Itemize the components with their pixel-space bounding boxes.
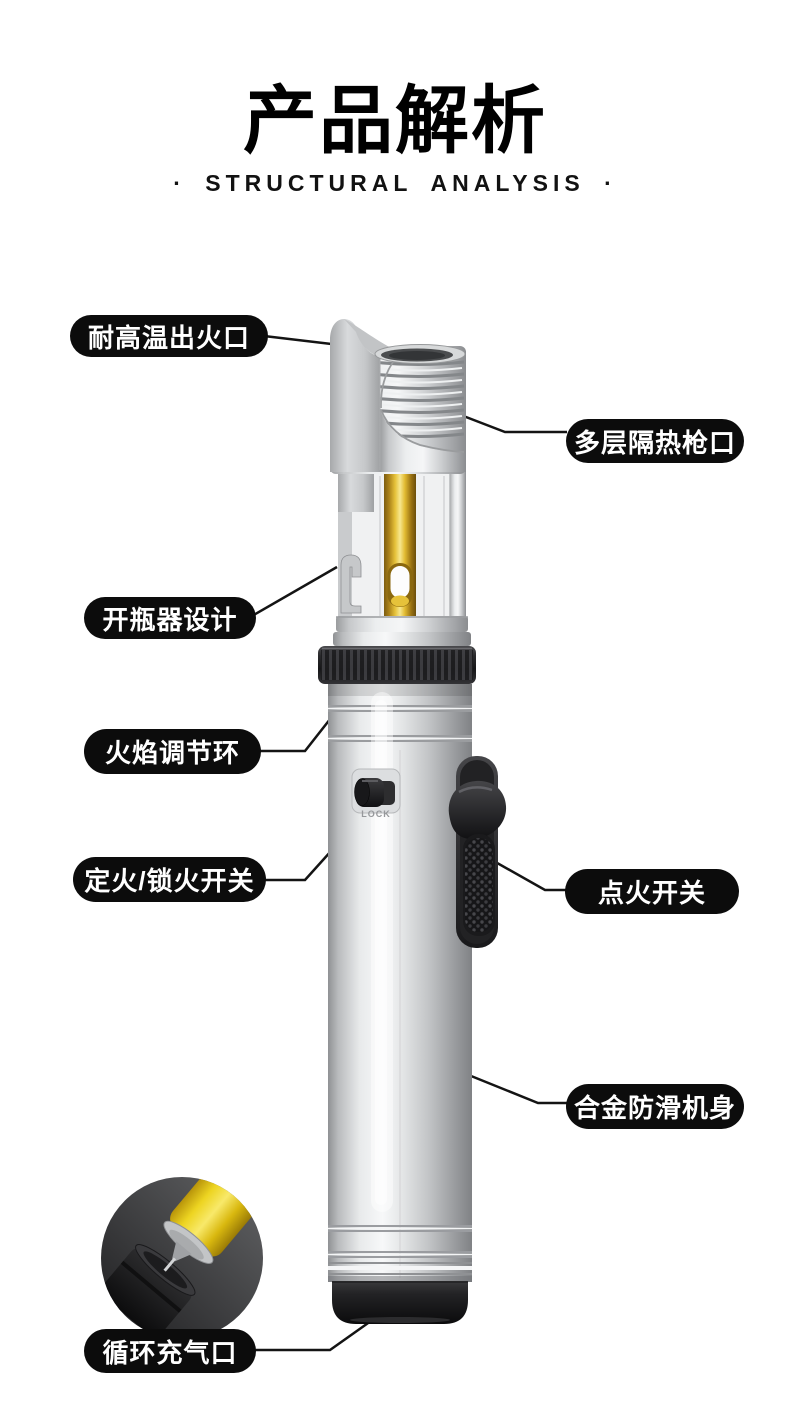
page-title: 产品解析	[243, 79, 547, 162]
callout-refill-port: 循环充气口	[84, 1329, 256, 1373]
lock-switch: LOCK	[351, 768, 401, 819]
frame-right-column	[450, 472, 466, 622]
header: 产品解析 · STRUCTURAL ANALYSIS ·	[0, 79, 790, 197]
callout-flame-ring: 火焰调节环	[84, 729, 261, 774]
trigger-thumb-pad	[448, 780, 507, 840]
gas-can-red-mark	[238, 1177, 261, 1200]
lock-label: LOCK	[361, 809, 391, 819]
page-subtitle: · STRUCTURAL ANALYSIS ·	[173, 169, 617, 196]
flame-adjust-ring	[318, 646, 476, 684]
callout-line-bottle-opener	[251, 565, 338, 618]
collar	[333, 632, 471, 646]
callout-alloy-body: 合金防滑机身	[566, 1084, 744, 1129]
body-grooves-top	[328, 705, 472, 742]
callout-ignition-switch: 点火开关	[565, 869, 739, 914]
base-cap	[332, 1281, 468, 1324]
glass-tube	[379, 476, 445, 618]
nozzle-head	[330, 319, 466, 474]
nozzle-left-wall	[330, 319, 380, 472]
callout-line-ignition	[482, 853, 566, 892]
callout-flame-outlet: 耐高温出火口	[70, 315, 268, 357]
bottle-opener-hook	[340, 554, 362, 614]
body-grooves-bottom	[328, 1225, 472, 1258]
ignition-trigger	[448, 756, 507, 948]
nozzle-cut-face	[344, 319, 395, 357]
refill-inset	[101, 1177, 263, 1339]
burner-tube	[384, 474, 416, 624]
lighter-body: LOCK	[328, 684, 507, 1282]
refill-needle	[163, 1257, 177, 1272]
callout-insulated-muzzle: 多层隔热枪口	[566, 419, 744, 463]
frame-bottom-plate	[336, 616, 468, 632]
cutaway-frame	[333, 472, 471, 646]
callout-bottle-opener: 开瓶器设计	[84, 597, 256, 639]
callout-lock-switch: 定火/锁火开关	[73, 857, 266, 902]
callout-line-refill-port	[252, 1314, 379, 1352]
nozzle-front-face	[380, 410, 466, 472]
